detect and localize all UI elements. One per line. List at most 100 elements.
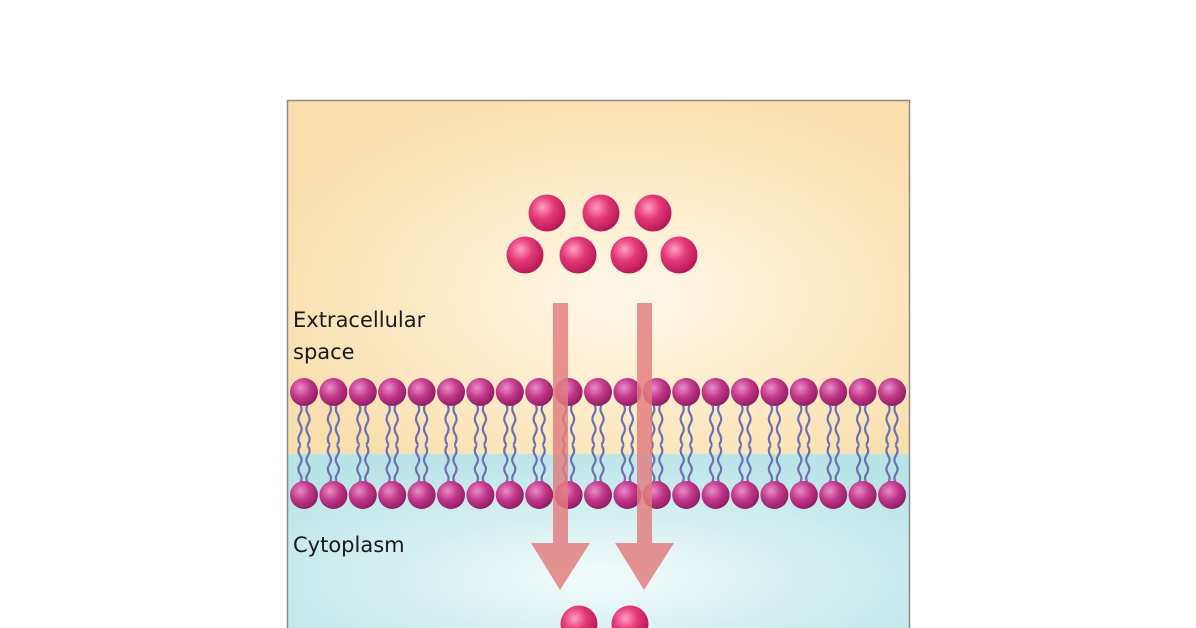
lipid-tail — [708, 444, 715, 485]
phospholipid-head — [760, 378, 789, 406]
lipid-tail — [805, 402, 811, 446]
diffusion-arrow-right — [615, 303, 674, 590]
phospholipid-head — [319, 378, 348, 406]
lipid-tail — [855, 402, 862, 446]
phospholipid-head — [495, 481, 524, 509]
phospholipid-head — [348, 481, 377, 509]
molecule — [528, 194, 566, 232]
lipid-tail — [885, 444, 891, 485]
lipid-tail — [385, 444, 391, 485]
phospholipid-head — [848, 481, 877, 509]
lipid-tail — [775, 444, 782, 485]
phospholipid-head — [731, 481, 759, 509]
phospholipid-head — [789, 481, 818, 509]
phospholipid-head — [407, 481, 436, 509]
lipid-tail — [599, 444, 605, 485]
lipid-tail — [326, 402, 333, 446]
lipid-tail — [863, 402, 870, 446]
phospholipid-head — [819, 481, 848, 509]
phospholipid-head — [525, 378, 554, 406]
molecule — [506, 236, 544, 274]
outer-leaflet-heads — [290, 378, 906, 406]
phospholipid-head — [760, 481, 789, 509]
molecules-inside — [560, 605, 649, 628]
phospholipid-head — [672, 481, 701, 509]
lipid-tail — [620, 402, 627, 446]
lipid-tail — [591, 444, 597, 485]
lipid-tail — [540, 444, 546, 485]
phospholipid-head — [584, 481, 612, 509]
phospholipid-head — [495, 378, 524, 406]
lipid-tail — [679, 402, 685, 446]
lipid-tail — [687, 444, 693, 485]
lipid-tail — [863, 444, 870, 485]
lipid-tail — [797, 402, 803, 446]
lipid-tail — [393, 444, 399, 485]
lipid-tail — [364, 402, 370, 446]
phospholipid-head — [290, 481, 318, 509]
phospholipid-head — [290, 378, 318, 406]
molecule — [634, 194, 672, 232]
lipid-tail — [356, 444, 362, 485]
lipid-tail — [716, 444, 723, 485]
lipid-tail — [503, 402, 509, 446]
phospholipid-head — [789, 378, 818, 406]
phospholipid-head — [378, 378, 407, 406]
lipid-tail — [716, 402, 723, 446]
phospholipid-head — [878, 481, 906, 509]
phospholipid-head — [437, 481, 465, 509]
phospholipid-head — [319, 481, 348, 509]
molecule — [559, 236, 597, 274]
molecule — [560, 605, 598, 628]
lipid-tail — [569, 402, 576, 446]
lipid-tail — [855, 444, 862, 485]
lipid-tail — [481, 444, 488, 485]
lipid-tail — [473, 402, 480, 446]
lipid-tail — [503, 444, 509, 485]
lipid-tail — [628, 402, 635, 446]
panel-border — [286, 99, 911, 628]
phospholipid-head — [466, 378, 495, 406]
lipid-tail — [746, 402, 752, 446]
lipid-tail — [356, 402, 362, 446]
phospholipid-head — [348, 378, 377, 406]
phospholipid-head — [466, 481, 495, 509]
lipid-tail — [620, 444, 627, 485]
lipid-tail — [767, 444, 774, 485]
lipid-tail — [385, 402, 391, 446]
lipid-tail — [444, 444, 450, 485]
molecule — [611, 605, 649, 628]
phospholipid-head — [584, 378, 612, 406]
lipid-tail — [658, 444, 664, 485]
lipid-tail — [532, 402, 538, 446]
lipid-tail — [422, 444, 429, 485]
phospholipid-head — [848, 378, 877, 406]
lipid-tail — [746, 444, 752, 485]
lipid-tail — [334, 402, 341, 446]
lipid-tail — [708, 402, 715, 446]
lipid-tail — [797, 444, 803, 485]
lipid-tail — [297, 444, 303, 485]
lipid-tail — [393, 402, 399, 446]
molecule — [610, 236, 648, 274]
lipid-tail — [532, 444, 538, 485]
phospholipid-head — [613, 378, 642, 406]
diffusion-arrow-left — [531, 303, 590, 590]
lipid-tail — [452, 444, 458, 485]
molecule — [582, 194, 620, 232]
lipid-tail — [738, 402, 744, 446]
lipid-tail — [834, 444, 840, 485]
phospholipid-head — [407, 378, 436, 406]
lipid-tail — [414, 444, 421, 485]
lipid-tail — [326, 444, 333, 485]
lipid-tail — [414, 402, 421, 446]
lipid-tail — [305, 444, 311, 485]
phospholipid-head — [672, 378, 701, 406]
lipid-tails — [297, 402, 899, 485]
lipid-tail — [444, 402, 450, 446]
phospholipid-head — [525, 481, 554, 509]
lipid-tail — [738, 444, 744, 485]
lipid-tail — [569, 444, 576, 485]
lipid-tail — [826, 444, 832, 485]
